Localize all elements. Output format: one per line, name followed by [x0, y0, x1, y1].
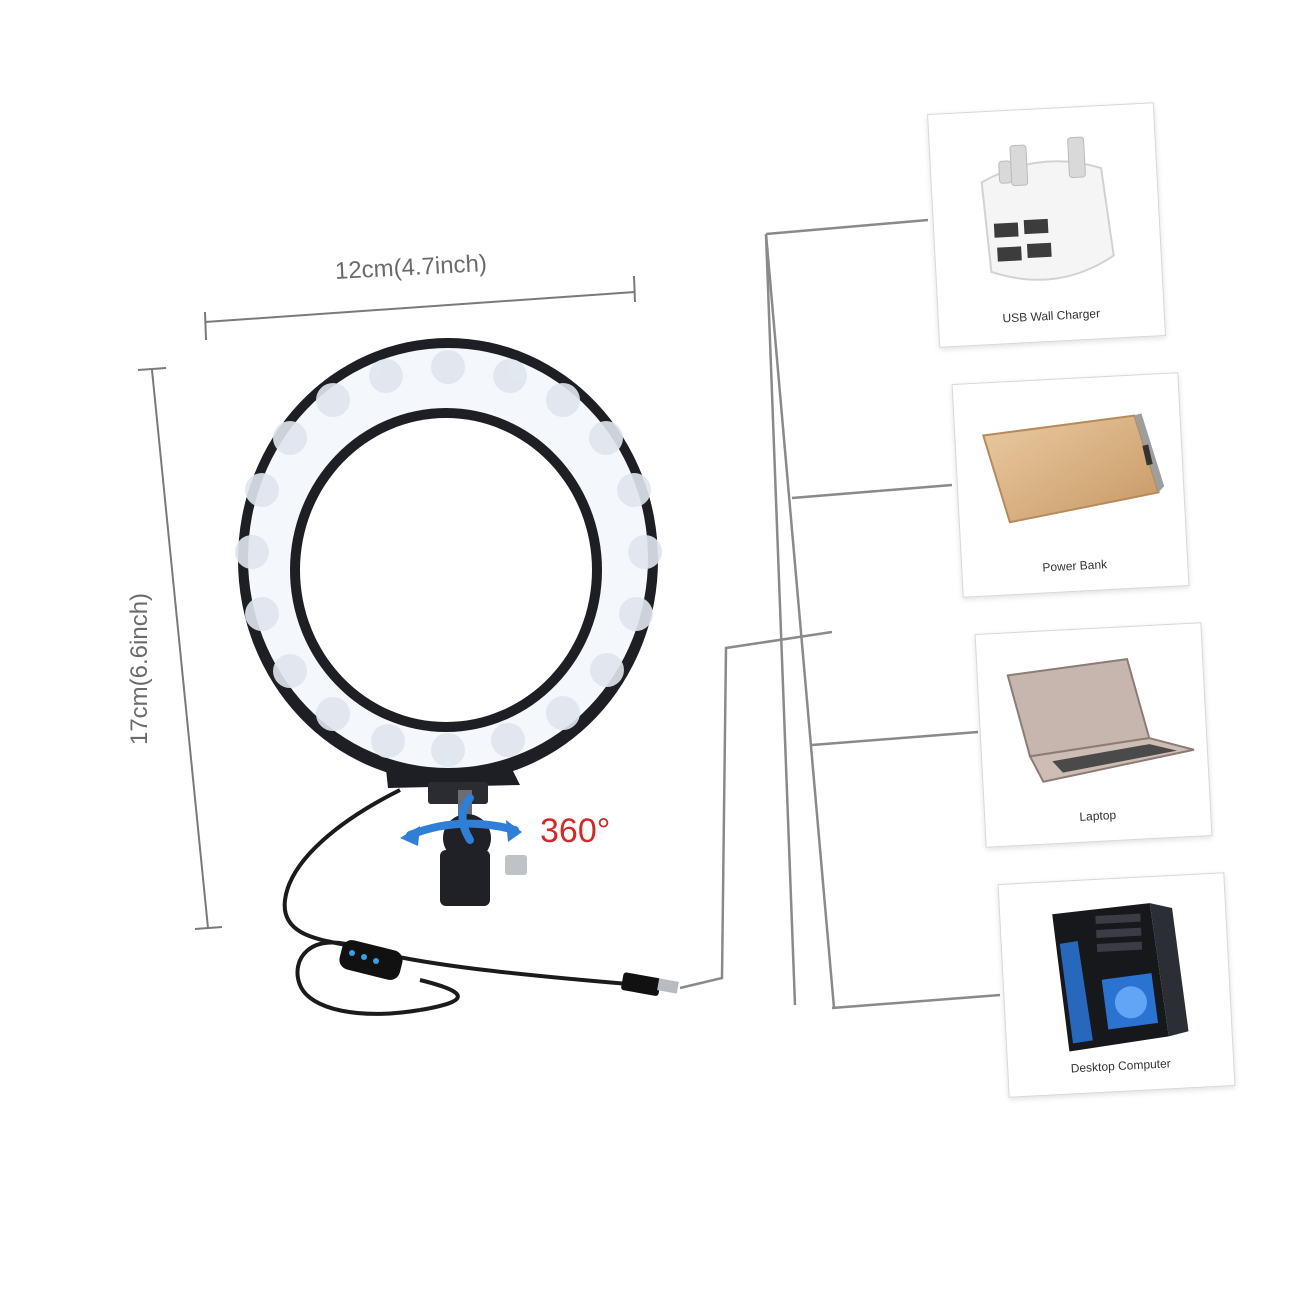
rotation-arrows-icon [406, 794, 519, 844]
connector-lines [679, 218, 1001, 1010]
device-card-desktop-computer: Desktop Computer [997, 872, 1236, 1098]
usb-wall-charger-icon [980, 136, 1115, 281]
ball-head-mount-icon [428, 782, 527, 906]
height-label: 17cm(6.6inch) [126, 592, 153, 746]
rotation-label: 360° [540, 812, 611, 850]
device-card-usb-wall-charger: USB Wall Charger [927, 102, 1166, 348]
ring-light [235, 338, 662, 788]
desktop-computer-icon [1052, 903, 1189, 1052]
power-bank-icon [981, 413, 1165, 524]
width-dimension-line [204, 275, 636, 341]
usb-plug-icon [621, 972, 661, 996]
device-card-laptop: Laptop [974, 622, 1213, 848]
device-card-power-bank: Power Bank [951, 372, 1190, 598]
height-dimension-line [137, 367, 223, 930]
inline-switch-icon [339, 940, 403, 980]
laptop-icon [1006, 658, 1195, 783]
